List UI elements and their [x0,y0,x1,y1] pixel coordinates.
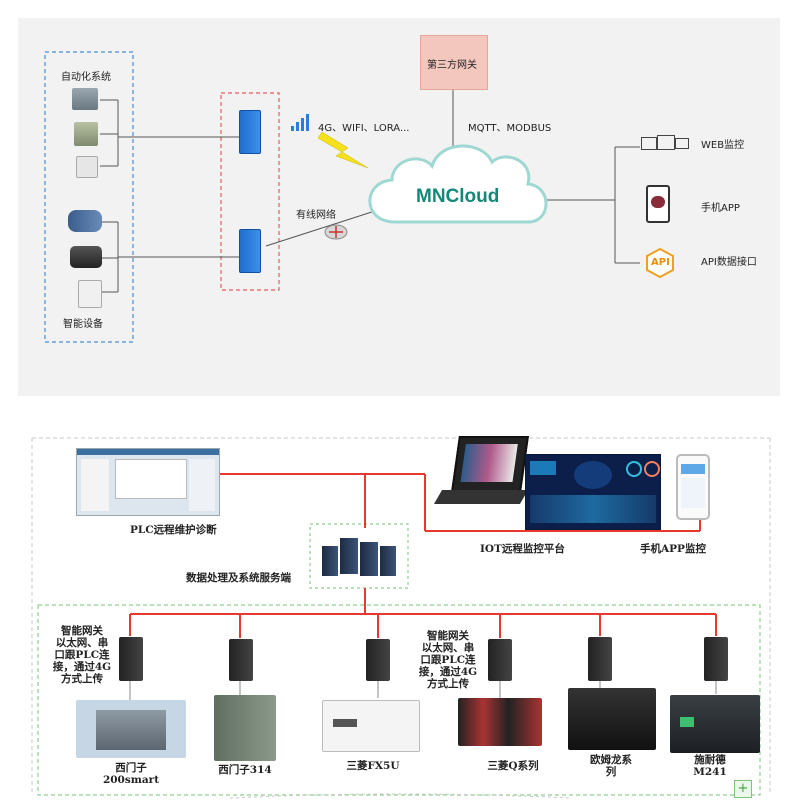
iot-platform-label: IOT远程监控平台 [480,543,565,555]
smart-device-label: 智能设备 [63,319,103,330]
router-icon [324,224,348,240]
smart-gateway-icon [229,639,253,681]
mobile-monitor-label: 手机APP监控 [640,543,706,555]
smart-gateway-icon [119,637,143,681]
plc-siemens-314-image [214,695,276,761]
plc-label-siemens-200smart: 西门子 200smart [102,762,160,786]
machine-icon [70,246,102,268]
server-label: 数据处理及系统服务端 [186,572,291,584]
plc-module-icon [72,88,98,110]
automation-system-label: 自动化系统 [61,72,111,83]
web-monitor-label: WEB监控 [701,140,745,151]
automation-group-box [44,51,134,343]
sensor-icon [76,156,98,178]
third-party-gateway-label: 第三方网关 [427,60,477,71]
plc-label-schneider-m241: 施耐德 M241 [693,754,727,778]
plc-mitsubishi-fx5u-image [322,700,420,752]
signal-bars-icon [291,114,309,131]
inverter-icon [78,280,102,308]
plc-siemens-200smart-image [76,700,186,758]
cloud-icon [368,144,548,224]
plc-software-screenshot [76,448,220,516]
mobile-app-icon [646,185,670,223]
plc-cpu-icon [74,122,98,146]
iot-dashboard-screen [525,454,661,530]
web-monitor-icon [641,135,689,157]
protocols-label: MQTT、MODBUS [468,123,552,134]
smart-gateway-icon [588,637,612,681]
plc-label-siemens-314: 西门子314 [218,764,272,776]
plc-group-box [37,604,761,796]
lightning-icon [317,131,369,169]
gateway-note-left: 智能网关 以太网、串 口跟PLC连 接，通过4G 方式上传 [52,625,112,685]
server-group-box [309,523,409,589]
plc-diagnosis-label: PLC远程维护诊断 [130,524,217,536]
plus-icon[interactable]: + [734,780,752,798]
api-label: API数据接口 [701,257,757,268]
third-party-gateway-box [420,35,488,90]
wireless-protocols-label: 4G、WIFI、LORA... [318,123,410,134]
mncloud-label: MNCloud [416,186,500,207]
plc-label-mitsubishi-fx5u: 三菱FX5U [346,760,400,772]
gateway-device-icon [239,229,261,273]
wired-network-label: 有线网络 [296,210,336,221]
laptop-icon [451,436,529,492]
gateway-group-box [220,92,280,291]
plc-label-omron: 欧姆龙系 列 [590,754,632,778]
plc-schneider-m241-image [670,695,760,753]
plc-label-mitsubishi-q: 三菱Q系列 [487,760,539,772]
server-cluster-icon [318,532,400,580]
plc-mitsubishi-q-image [458,698,542,746]
gateway-device-icon [239,110,261,154]
api-icon: API [645,248,675,278]
pump-icon [68,210,102,232]
smart-gateway-icon [366,639,390,681]
gateway-note-center: 智能网关 以太网、串 口跟PLC连 接，通过4G 方式上传 [418,630,478,690]
mobile-app-label: 手机APP [701,203,740,214]
smart-gateway-icon [704,637,728,681]
laptop-keyboard [433,490,529,504]
plc-omron-image [568,688,656,750]
mobile-phone-icon [676,454,710,520]
smart-gateway-icon [488,639,512,681]
